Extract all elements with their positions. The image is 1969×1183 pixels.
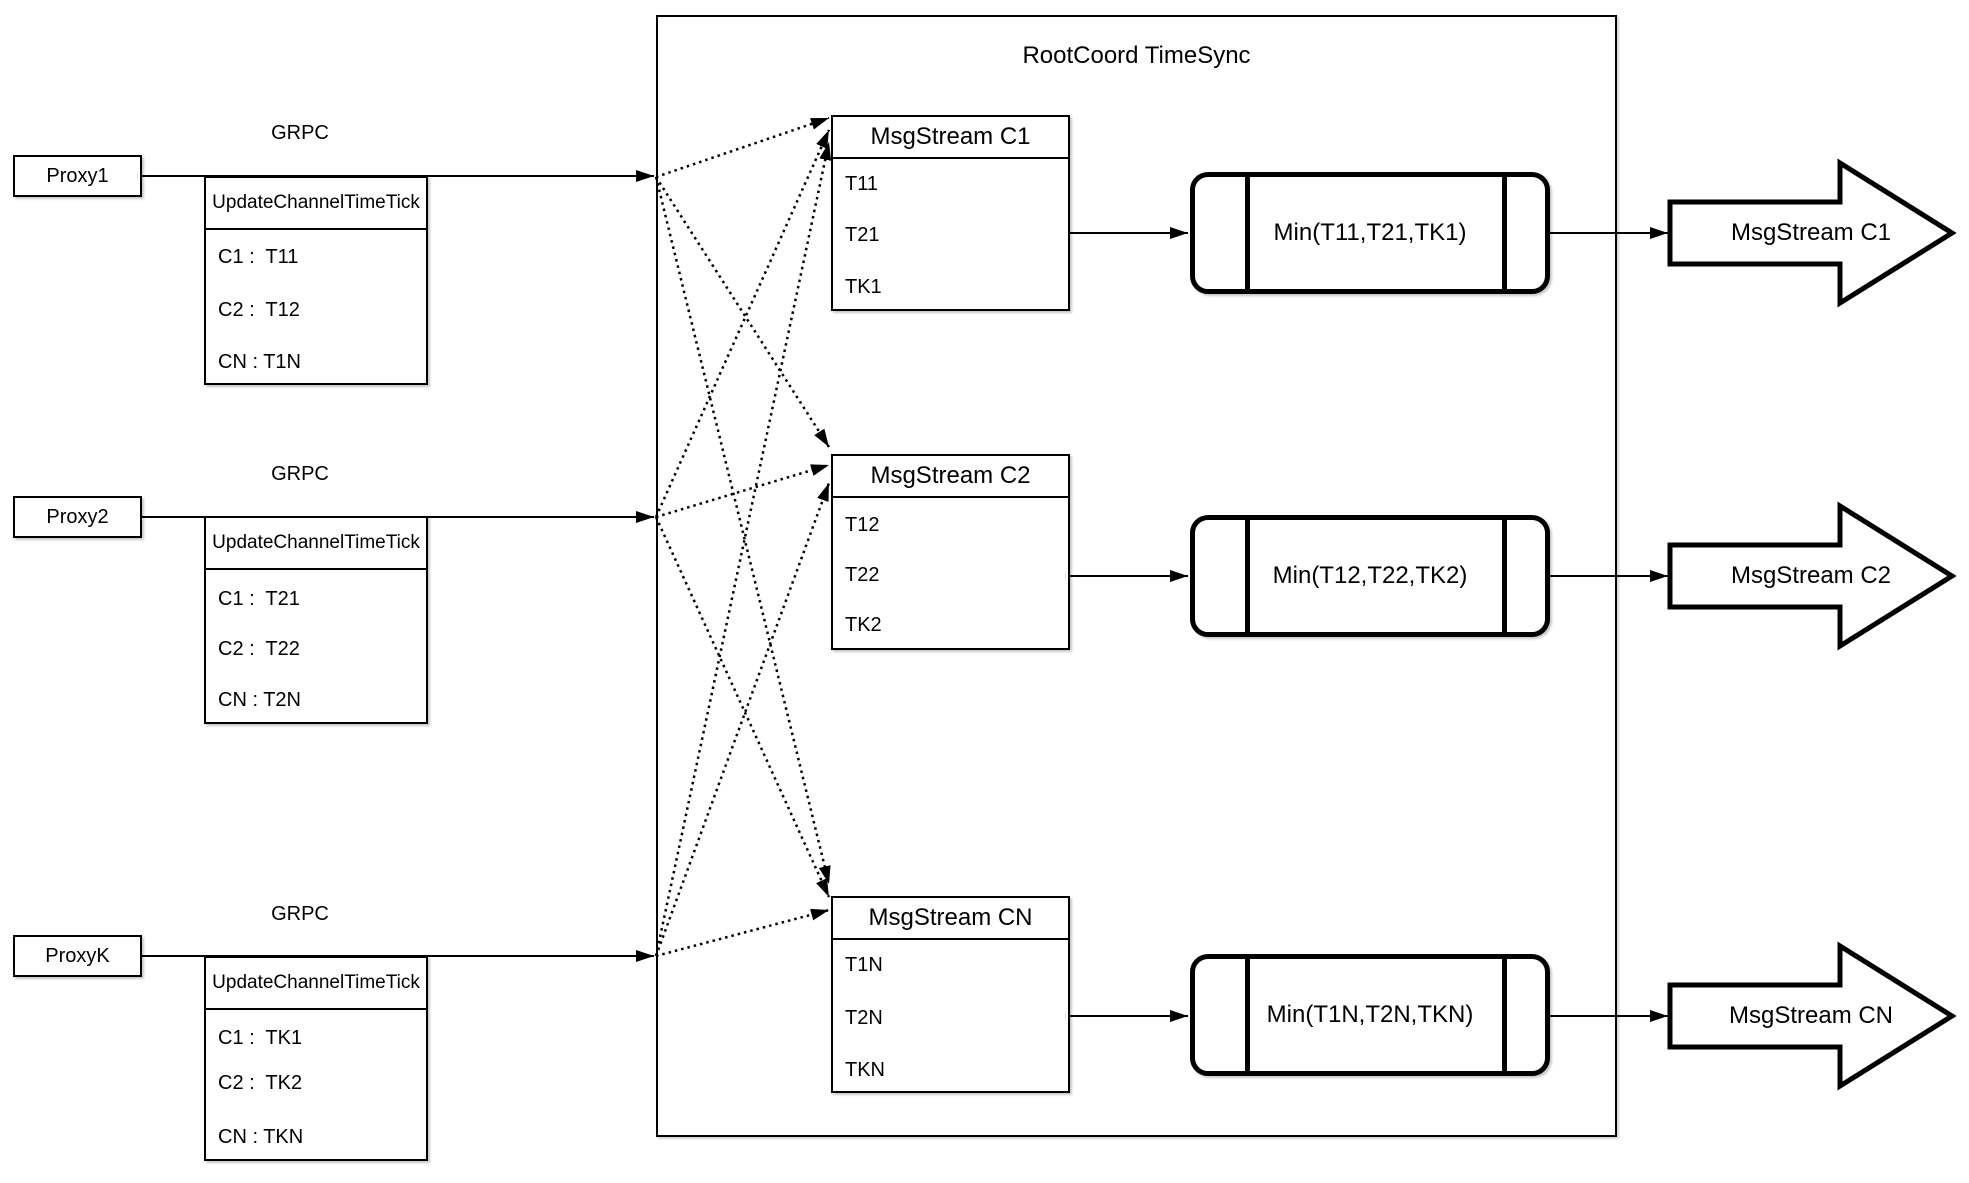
dotted-arrow-pk-c1	[654, 141, 832, 957]
msgstream-entry: T11	[845, 172, 878, 195]
dotted-arrow-p2-c2	[655, 463, 830, 519]
dotted-arrow-p1-c1	[655, 116, 830, 179]
rootcoord-timesync-title: RootCoord TimeSync	[1022, 42, 1251, 69]
dotted-arrow-p1-c2	[654, 176, 831, 448]
msgstream-entry: TK1	[845, 275, 882, 298]
block-arrow-c2	[1667, 501, 1957, 651]
update-entry: C2 : T12	[218, 298, 300, 321]
update-box-title: UpdateChannelTimeTick	[206, 958, 426, 1010]
update-entry: CN : T2N	[218, 688, 301, 711]
update-entry: CN : TKN	[218, 1125, 304, 1148]
block-arrow-c1	[1667, 158, 1957, 308]
min-node-label: Min(T11,T21,TK1)	[1273, 219, 1467, 246]
min-node-right-divider	[1502, 177, 1507, 289]
dotted-arrow-p2-c1	[654, 129, 831, 518]
update-entry: C1 : TK1	[218, 1026, 303, 1049]
update-entry: CN : T1N	[218, 350, 301, 373]
output-arrow-label-c1: MsgStream C1	[1730, 219, 1892, 246]
msgstream-to-min-arrows	[1070, 227, 1188, 1022]
fanout-dotted-arrows	[654, 116, 832, 958]
update-channel-timetick-box-3: UpdateChannelTimeTick C1 : TK1 C2 : TK2 …	[204, 956, 428, 1161]
min-node-cn: Min(T1N,T2N,TKN)	[1190, 954, 1550, 1076]
msgstream-entry: T1N	[845, 953, 883, 976]
block-arrow-cn	[1667, 941, 1957, 1091]
min-node-label: Min(T12,T22,TK2)	[1272, 562, 1468, 589]
msgstream-table-cn: MsgStream CN T1N T2N TKN	[831, 896, 1070, 1093]
update-entry: C2 : TK2	[218, 1071, 303, 1094]
grpc-label-row2: GRPC	[271, 463, 329, 485]
msgstream-entry: TKN	[845, 1058, 885, 1081]
min-node-left-divider	[1245, 520, 1250, 632]
msgstream-table-title: MsgStream CN	[833, 898, 1068, 940]
msgstream-entry: TK2	[845, 613, 882, 636]
msgstream-table-c2: MsgStream C2 T12 T22 TK2	[831, 454, 1070, 650]
min-to-output-arrows	[1550, 227, 1668, 1022]
update-entry: C2 : T22	[218, 637, 300, 660]
min-node-right-divider	[1502, 520, 1507, 632]
rootcoord-timesync-frame	[656, 15, 1617, 1137]
update-channel-timetick-box-2: UpdateChannelTimeTick C1 : T21 C2 : T22 …	[204, 516, 428, 724]
msgstream-entry: T22	[845, 563, 880, 586]
proxyk-box: ProxyK	[13, 935, 142, 977]
min-node-c1: Min(T11,T21,TK1)	[1190, 172, 1550, 294]
output-arrow-label-c2: MsgStream C2	[1730, 562, 1892, 589]
min-node-left-divider	[1245, 177, 1250, 289]
output-arrow-label-cn: MsgStream CN	[1728, 1002, 1894, 1029]
proxy1-box: Proxy1	[13, 155, 142, 197]
proxy2-box: Proxy2	[13, 496, 142, 538]
msgstream-entry: T2N	[845, 1006, 883, 1029]
output-block-arrows	[1667, 158, 1957, 1091]
min-node-left-divider	[1245, 959, 1250, 1071]
update-channel-timetick-box-1: UpdateChannelTimeTick C1 : T11 C2 : T12 …	[204, 176, 428, 385]
msgstream-table-c1: MsgStream C1 T11 T21 TK1	[831, 115, 1070, 311]
grpc-label-row1: GRPC	[271, 122, 329, 144]
dotted-arrow-p1-cn	[654, 176, 831, 885]
msgstream-table-title: MsgStream C2	[833, 456, 1068, 498]
min-node-right-divider	[1502, 959, 1507, 1071]
dotted-arrow-p2-cn	[654, 516, 831, 898]
msgstream-entry: T12	[845, 513, 880, 536]
grpc-label-row3: GRPC	[271, 903, 329, 925]
update-entry: C1 : T21	[218, 587, 300, 610]
msgstream-table-title: MsgStream C1	[833, 117, 1068, 159]
min-node-label: Min(T1N,T2N,TKN)	[1266, 1001, 1474, 1028]
update-box-title: UpdateChannelTimeTick	[206, 518, 426, 570]
update-entry: C1 : T11	[218, 245, 299, 268]
min-node-c2: Min(T12,T22,TK2)	[1190, 515, 1550, 637]
update-box-title: UpdateChannelTimeTick	[206, 178, 426, 230]
msgstream-entry: T21	[845, 223, 880, 246]
